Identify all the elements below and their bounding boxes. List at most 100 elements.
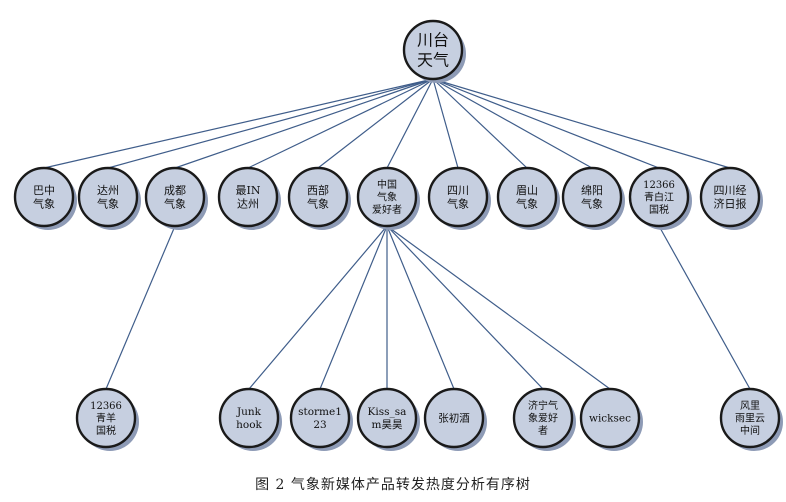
level2-node: 张初酒 — [423, 387, 487, 451]
level1-node-label-line: 四川 — [447, 184, 469, 197]
level2-node-label-line: 济宁气 — [528, 399, 558, 412]
level1-node-label-line: 成都 — [164, 184, 186, 197]
level1-node-circle — [427, 166, 489, 228]
level1-node-label-line: 最IN — [236, 184, 261, 197]
level1-node-label-line: 达州 — [97, 184, 119, 197]
level2-node-label-line: 雨里云 — [735, 413, 765, 425]
level1-node-label-line: 中国 — [377, 178, 397, 191]
level2-node: wicksec — [579, 387, 643, 451]
level2-node-circle — [289, 387, 351, 449]
level1-node-label-line: 爱好者 — [372, 203, 402, 216]
edge-root-to-level1 — [432, 78, 593, 169]
tree-nodes: 川台天气巴中气象达州气象成都气象最IN达州西部气象中国气象爱好者四川气象眉山气象… — [13, 19, 783, 451]
level1-node-circle — [496, 166, 558, 228]
level1-node-circle — [628, 166, 690, 228]
edge-level1-to-level2 — [319, 225, 388, 390]
level1-node-label-line: 绵阳 — [581, 183, 603, 197]
level1-node-circle — [77, 166, 139, 228]
level1-node-circle — [217, 166, 279, 228]
edge-root-to-level1 — [386, 78, 434, 169]
edge-root-to-level1 — [432, 78, 660, 169]
level2-node-label-line: hook — [236, 419, 262, 431]
level1-node-label-line: 气象 — [377, 191, 397, 204]
level2-node-circle — [719, 387, 781, 449]
level2-node-circle — [356, 387, 418, 449]
level2-node-label-line: 象爱好 — [528, 412, 558, 425]
edge-level1-to-level2 — [658, 225, 751, 390]
level2-node-label-line: 中间 — [740, 424, 760, 437]
edge-root-to-level1 — [174, 78, 434, 169]
level1-node-label-line: 达州 — [237, 198, 259, 211]
level1-node-label-line: 四川经 — [714, 184, 747, 197]
level2-node-label-line: 风里 — [740, 400, 760, 412]
edge-level1-to-level2 — [248, 225, 388, 390]
level2-node-label-line: 23 — [313, 419, 326, 431]
level2-node-label-line: 青羊 — [96, 412, 116, 425]
level2-node-label-line: 者 — [538, 425, 548, 437]
level2-node-circle — [512, 387, 574, 449]
level2-node-circle — [75, 387, 137, 449]
level1-node-label-line: 西部 — [307, 183, 329, 197]
level1-node-label-line: 气象 — [33, 197, 55, 211]
level1-node-label-line: 气象 — [97, 197, 119, 211]
level1-node-label-line: 青白江 — [644, 191, 674, 204]
level2-node-label-line: 12366 — [90, 401, 122, 412]
level1-node-circle — [287, 166, 349, 228]
level1-node-label-line: 12366 — [643, 180, 675, 191]
level2-node-label-line: 张初酒 — [438, 412, 470, 425]
root-node-label-line: 川台 — [417, 31, 449, 50]
edge-root-to-level1 — [317, 78, 434, 169]
level2-node-circle — [218, 387, 280, 449]
level2-node-circle — [423, 387, 485, 449]
ordered-tree-diagram: 川台天气巴中气象达州气象成都气象最IN达州西部气象中国气象爱好者四川气象眉山气象… — [13, 19, 783, 451]
figure-caption: 图 2 气象新媒体产品转发热度分析有序树 — [255, 477, 531, 493]
root-node-label-line: 天气 — [417, 51, 449, 70]
level2-node-label-line: Kiss_sa — [368, 406, 407, 418]
level1-node-label-line: 气象 — [307, 197, 329, 211]
level1-node-circle — [561, 166, 623, 228]
edge-level1-to-level2 — [105, 225, 176, 390]
edge-root-to-level1 — [43, 78, 434, 169]
level2-node-label-line: storme1 — [298, 406, 342, 418]
level1-node-label-line: 气象 — [164, 197, 186, 211]
tree-edges — [43, 78, 751, 390]
edge-root-to-level1 — [432, 78, 731, 169]
level1-node-circle — [144, 166, 206, 228]
edge-level1-to-level2 — [386, 225, 455, 390]
level2-node-label-line: 国税 — [96, 424, 116, 437]
level2-node-label-line: Junk — [236, 406, 262, 418]
edge-root-to-level1 — [432, 78, 528, 169]
edge-root-to-level1 — [107, 78, 434, 169]
level1-node-label-line: 气象 — [581, 197, 603, 211]
level1-node-label-line: 气象 — [516, 197, 538, 211]
edge-root-to-level1 — [432, 78, 459, 169]
level1-node-label-line: 巴中 — [33, 184, 55, 197]
edge-level1-to-level2 — [386, 225, 544, 390]
level1-node-label-line: 济日报 — [714, 197, 747, 211]
level1-node-label-line: 气象 — [447, 197, 469, 211]
level1-node-circle — [699, 166, 761, 228]
root-node-circle — [402, 19, 464, 81]
level2-node-label-line: wicksec — [589, 413, 631, 425]
level1-node-label-line: 国税 — [649, 203, 669, 216]
level2-node-circle — [579, 387, 641, 449]
level1-node-circle — [356, 166, 418, 228]
edge-level1-to-level2 — [386, 225, 611, 390]
edge-root-to-level1 — [247, 78, 434, 169]
